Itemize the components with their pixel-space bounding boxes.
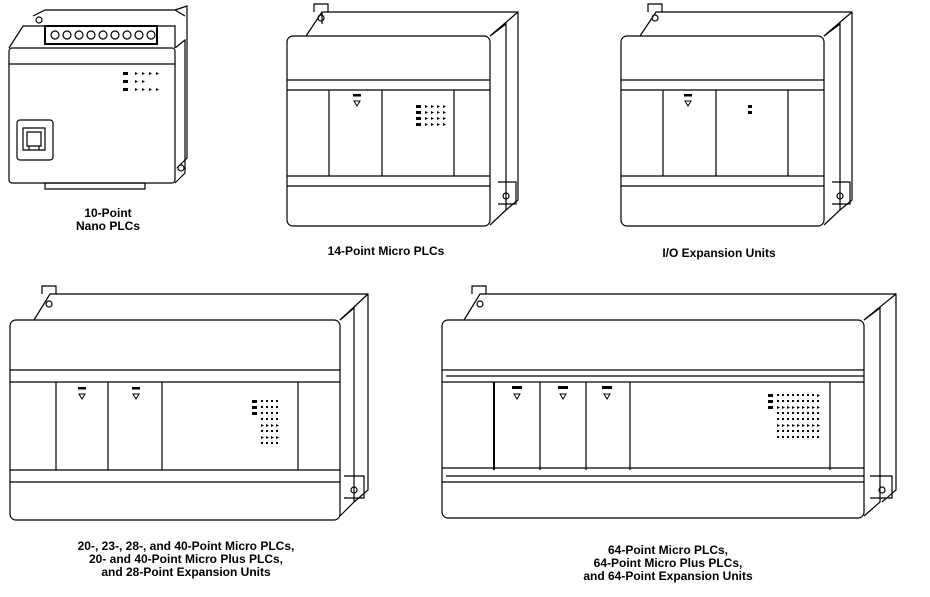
caption-micro64: 64-Point Micro PLCs, 64-Point Micro Plus… [583, 543, 753, 583]
led-indicators [684, 94, 752, 114]
led-indicators [123, 72, 159, 91]
io-expansion-drawing [618, 10, 862, 240]
led-dot-grid [261, 400, 279, 444]
nano-plc-drawing [5, 8, 210, 198]
micro64-plc-drawing [440, 290, 906, 532]
caption-io-expansion: I/O Expansion Units [662, 246, 776, 260]
led-indicators [353, 94, 446, 126]
led-dot-grid [777, 394, 820, 438]
micro14-plc-drawing [284, 10, 524, 238]
caption-nano: 10-Point Nano PLCs [75, 206, 141, 233]
led-indicators [78, 387, 279, 444]
led-indicators [512, 386, 820, 438]
micro-multi-plc-drawing [8, 290, 378, 530]
terminal-screws [51, 31, 155, 39]
caption-micro14: 14-Point Micro PLCs [327, 244, 445, 258]
caption-micro-multi: 20-, 23-, 28-, and 40-Point Micro PLCs, … [77, 539, 295, 579]
